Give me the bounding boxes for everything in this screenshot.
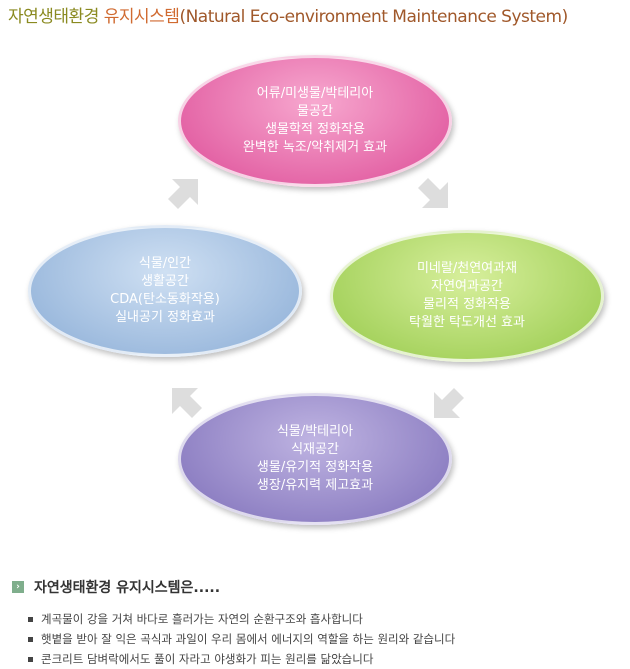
info-heading: 자연생태환경 유지시스템은.....	[34, 580, 221, 596]
node-line: 식물/박테리아	[276, 424, 354, 439]
node-line: CDA(탄소동화작용)	[110, 292, 220, 307]
bullet-icon: ›	[12, 581, 24, 593]
title-part: 자연생태환경	[8, 7, 99, 27]
node-line: 실내공기 정화효과	[115, 310, 215, 325]
node-line: 식재공간	[291, 442, 339, 457]
arrow-up-right-icon	[168, 179, 198, 209]
list-item: 계곡물이 강을 거쳐 바다로 흘러가는 자연의 순환구조와 흡사합니다	[28, 609, 455, 629]
page-title: 자연생태환경 유지시스템(Natural Eco-environment Mai…	[8, 2, 568, 27]
node-line: 생활공간	[141, 274, 189, 289]
title-english: (Natural Eco-environment Maintenance Sys…	[179, 7, 568, 27]
node-line: 어류/미생물/박테리아	[256, 86, 374, 101]
node-line: 탁월한 탁도개선 효과	[409, 315, 525, 330]
arrow-up-left-icon	[172, 388, 202, 418]
node-line: 식물/인간	[138, 256, 192, 271]
node-line: 미네랄/천연여과재	[416, 261, 518, 276]
node-line: 물공간	[297, 104, 333, 119]
title-part: 유지시스템	[103, 7, 180, 27]
list-item: 콘크리트 담벼락에서도 풀이 자라고 야생화가 피는 원리를 닮았습니다	[28, 649, 455, 669]
node-line: 자연여과공간	[431, 279, 503, 294]
node-line: 물리적 정화작용	[423, 297, 511, 312]
node-line: 생물학적 정화작용	[265, 122, 365, 137]
node-line: 생물/유기적 정화작용	[256, 460, 374, 475]
list-item: 햇볕을 받아 잘 익은 곡식과 과일이 우리 몸에서 에너지의 역할을 하는 원…	[28, 629, 455, 649]
node-line: 완벽한 녹조/악취제거 효과	[242, 140, 388, 155]
info-section: › 자연생태환경 유지시스템은..... 계곡물이 강을 거쳐 바다로 흘러가는 …	[12, 577, 455, 669]
arrow-down-left-icon	[434, 388, 464, 418]
arrow-down-right-icon	[418, 178, 448, 208]
node-line: 생장/유지력 제고효과	[256, 478, 374, 493]
